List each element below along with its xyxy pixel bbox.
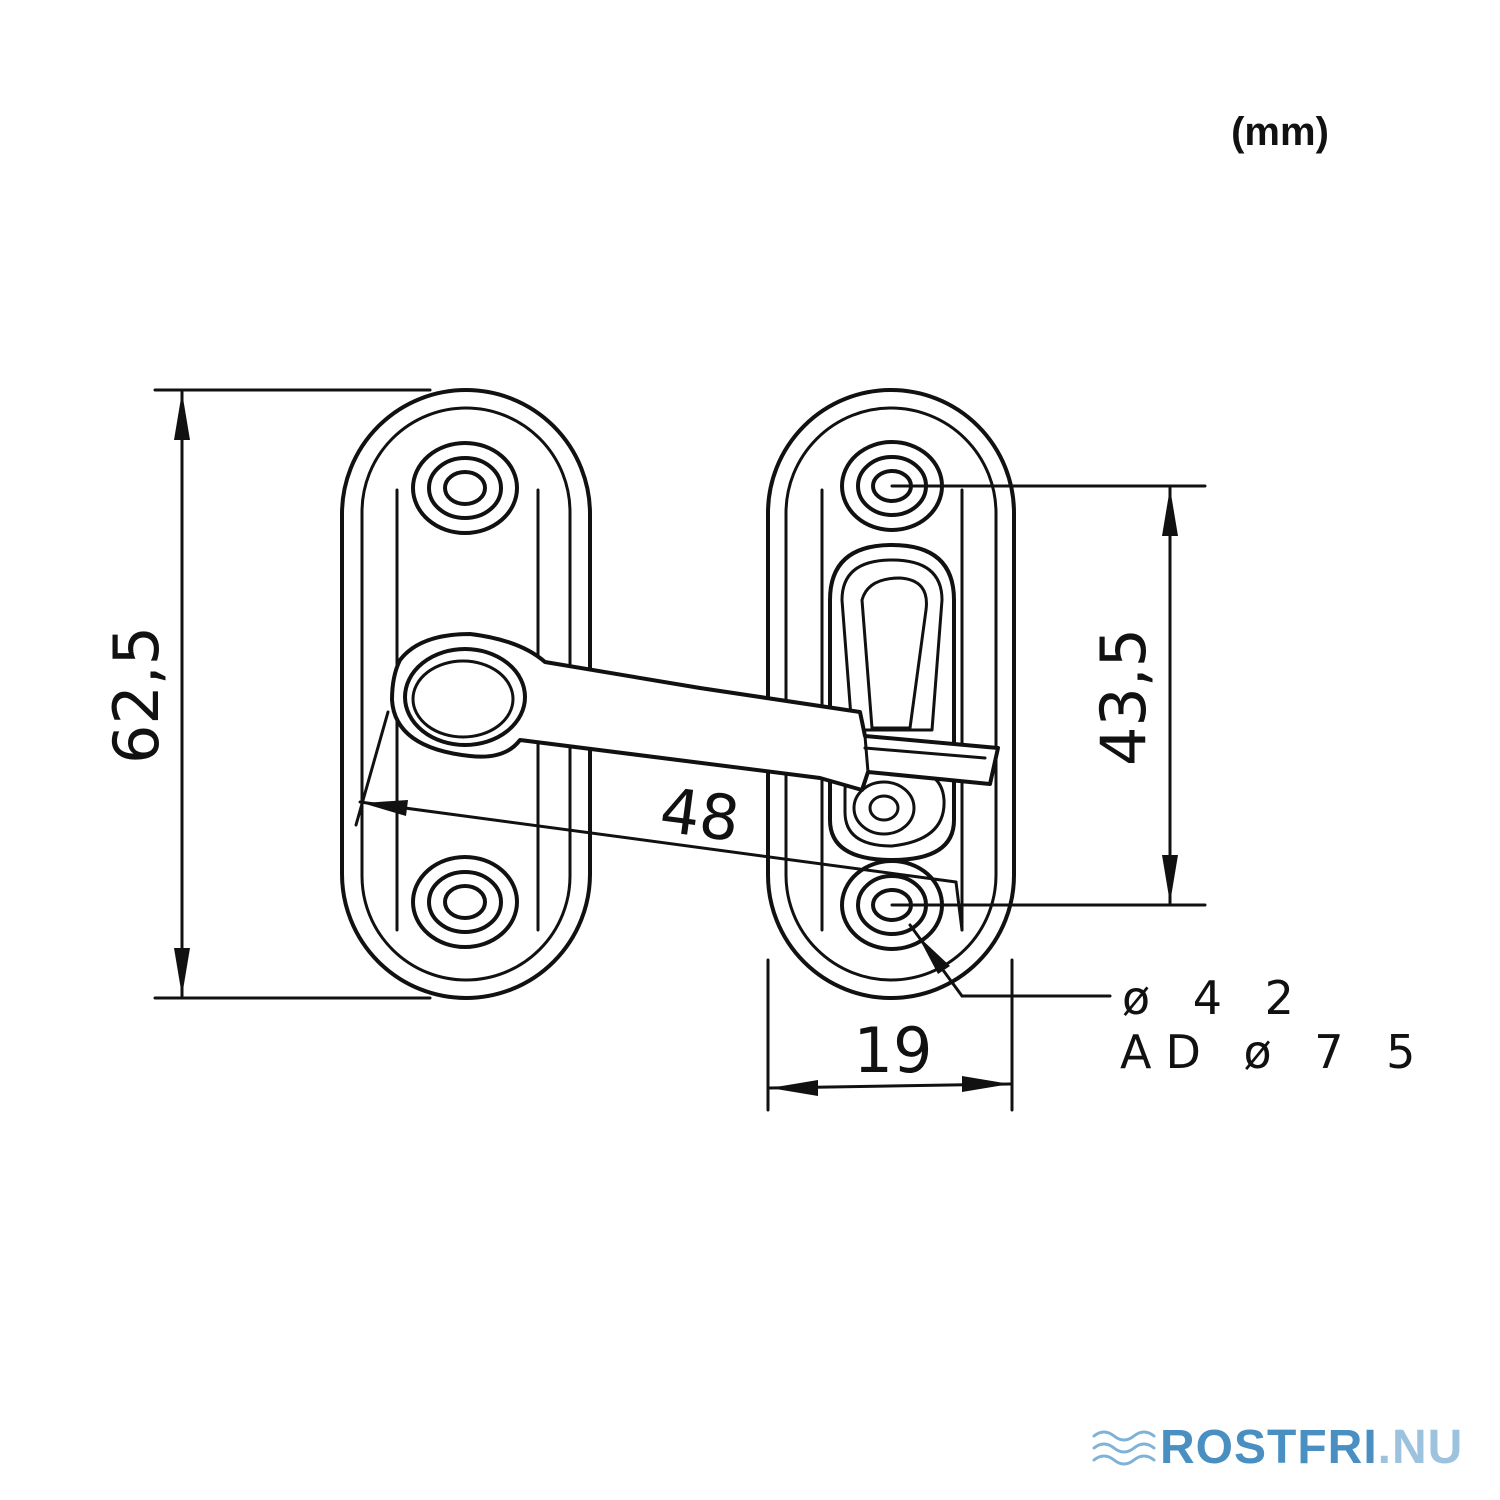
left-top-screw-hole	[411, 441, 519, 535]
left-bottom-screw-hole	[411, 855, 519, 949]
dimension-hole-spacing	[890, 484, 1207, 907]
left-mounting-plate	[340, 388, 592, 1000]
dimension-arm-length	[354, 710, 964, 932]
arrow-spacing-bottom	[1162, 855, 1178, 903]
rostfri-logo: ROSTFRI.NU	[1160, 1420, 1463, 1475]
keeper-slot	[828, 543, 956, 862]
width-dimension-label: 19	[854, 1014, 933, 1087]
logo-main-text: ROSTFRI	[1160, 1421, 1378, 1474]
dimension-height	[153, 388, 432, 1000]
arrow-height-bottom	[174, 948, 190, 996]
arrow-width-right	[962, 1076, 1010, 1092]
arrow-hole-leader	[918, 936, 950, 974]
logo-tld-text: .NU	[1377, 1421, 1464, 1474]
hole-spacing-dimension-label: 43,5	[1087, 628, 1160, 766]
head-diameter-label: AD ø 7 5	[1120, 1025, 1429, 1079]
arm-length-dimension-label: 48	[656, 773, 744, 856]
rostfri-logo-waves	[1092, 1430, 1156, 1466]
units-label: (mm)	[1231, 110, 1329, 154]
right-mounting-plate	[766, 388, 1016, 1000]
latch-arm	[390, 632, 1000, 792]
hole-diameter-label: ø 4 2	[1122, 971, 1308, 1025]
arrow-width-left	[770, 1080, 818, 1096]
arrow-spacing-top	[1162, 488, 1178, 536]
arrow-height-top	[174, 392, 190, 440]
arrow-arm-left	[362, 800, 408, 816]
height-dimension-label: 62,5	[100, 626, 173, 764]
